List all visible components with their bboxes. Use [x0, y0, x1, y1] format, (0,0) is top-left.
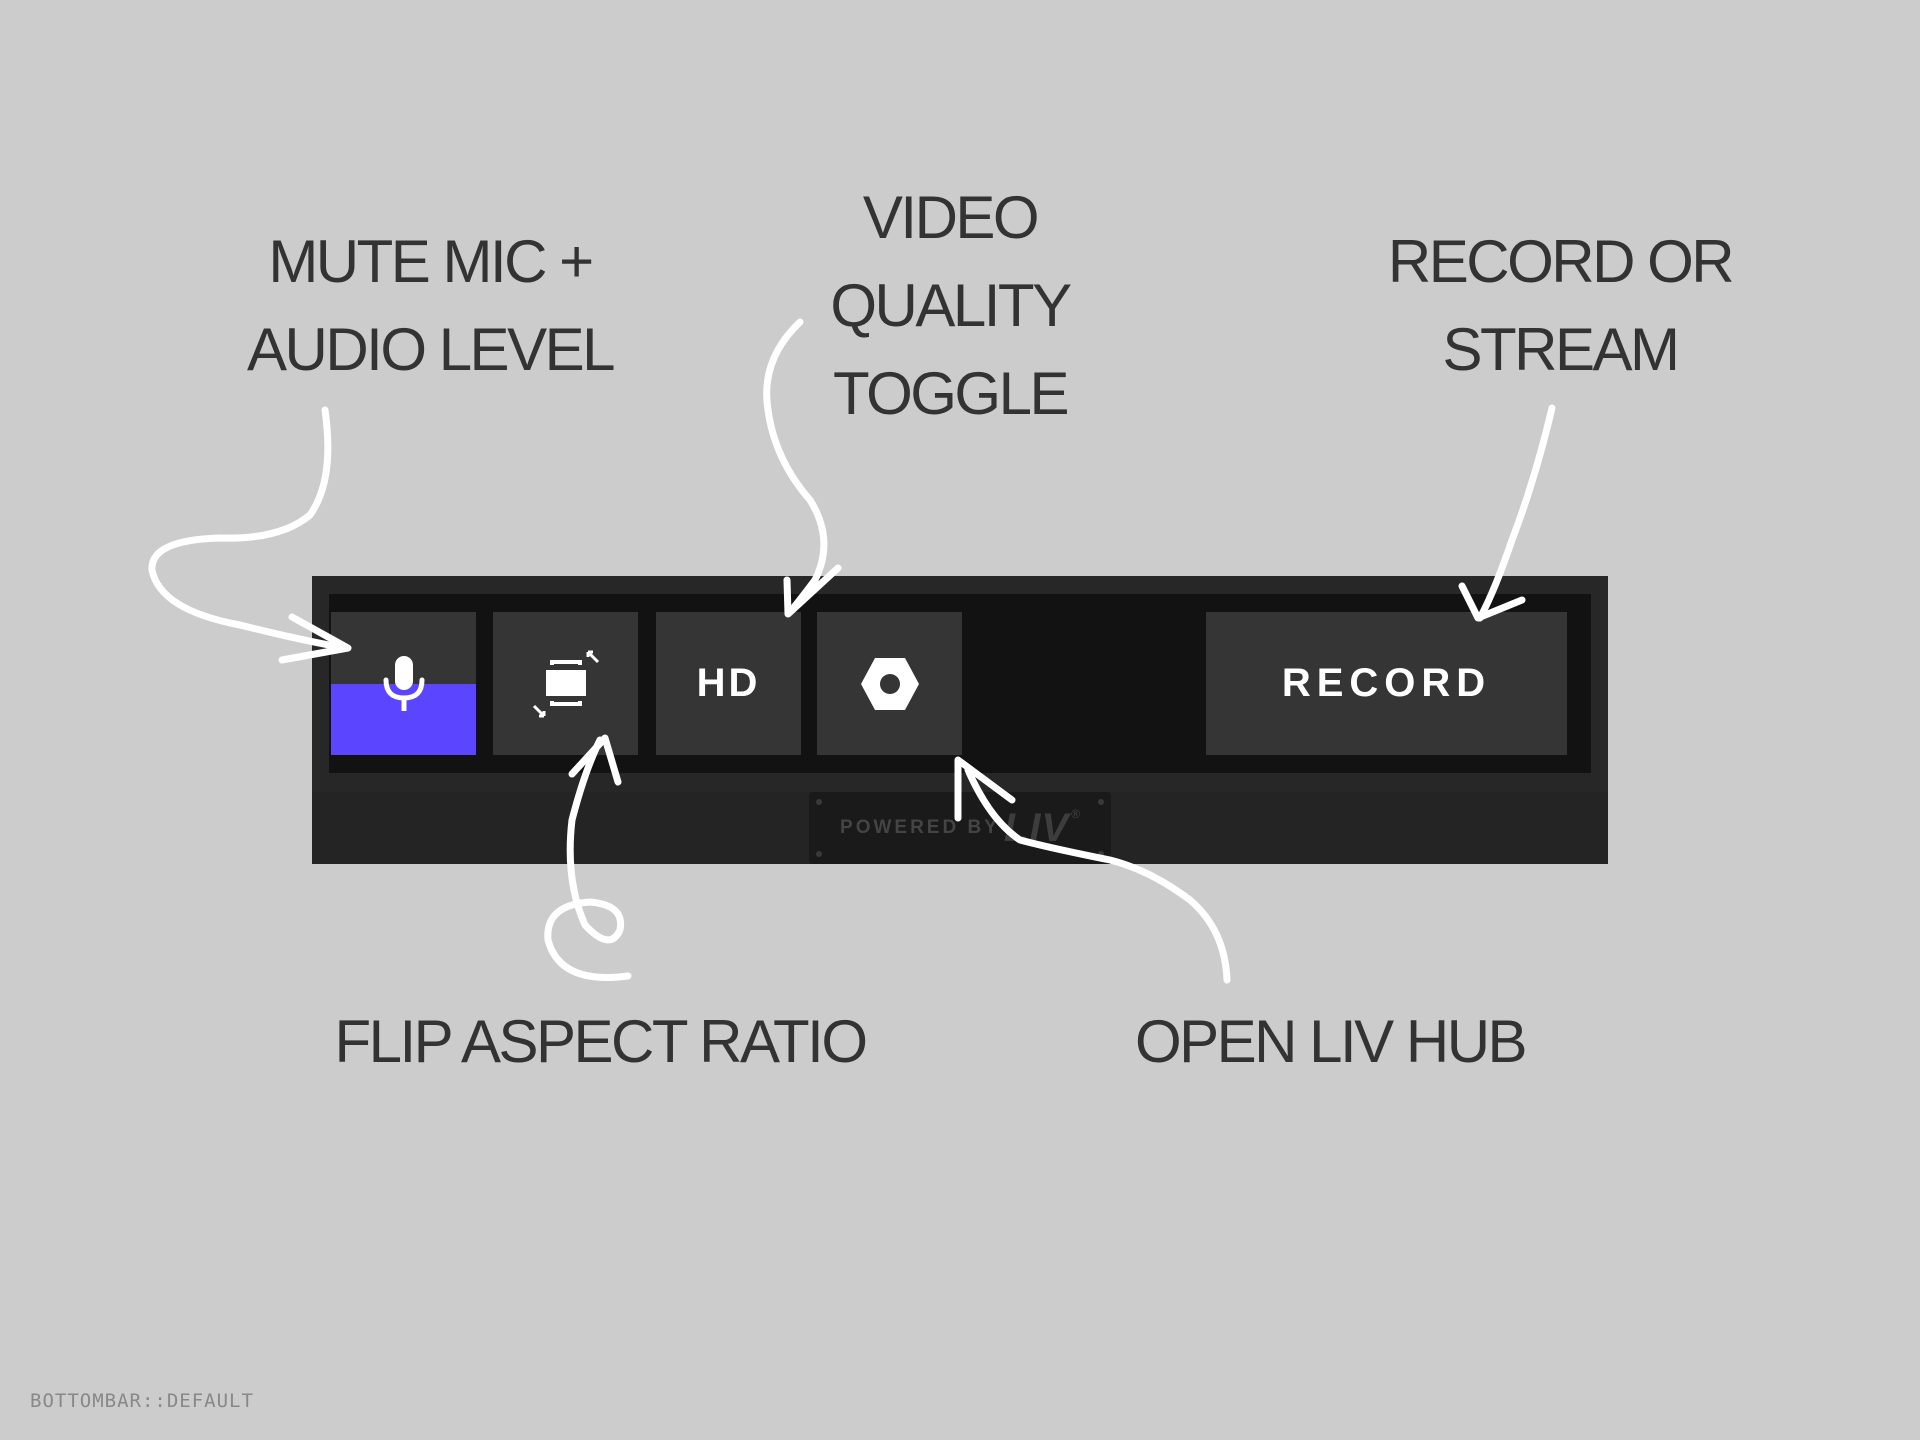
annotation-line: OPEN LIV HUB — [1134, 1008, 1528, 1075]
hd-label: HD — [696, 661, 761, 705]
screen-state-label: BOTTOMBAR::DEFAULT — [30, 1390, 254, 1412]
annotation-mute-mic: MUTE MIC + AUDIO LEVEL — [220, 218, 640, 394]
badge-screw — [1098, 851, 1104, 857]
flip-aspect-ratio-button[interactable] — [493, 612, 638, 755]
badge-screw — [816, 851, 822, 857]
flip-aspect-icon — [532, 650, 599, 717]
microphone-icon — [383, 655, 424, 711]
annotation-line: VIDEO — [862, 184, 1040, 251]
annotation-line: QUALITY — [830, 272, 1072, 339]
annotation-line: STREAM — [1442, 316, 1680, 383]
hexagon-nut-icon — [860, 657, 919, 710]
annotation-line: MUTE MIC + — [268, 228, 594, 295]
annotation-record-stream: RECORD OR STREAM — [1360, 218, 1760, 394]
open-liv-hub-button[interactable] — [817, 612, 962, 755]
bottom-bar: HD RECORD POWERED BY LIV ® — [312, 576, 1608, 864]
video-quality-toggle-button[interactable]: HD — [656, 612, 801, 755]
badge-screw — [1098, 799, 1104, 805]
badge-screw — [816, 799, 822, 805]
powered-by-badge: POWERED BY LIV ® — [809, 792, 1111, 864]
liv-logo: LIV — [1003, 805, 1070, 850]
annotation-line: AUDIO LEVEL — [247, 316, 616, 383]
registered-mark: ® — [1071, 807, 1080, 821]
annotation-line: TOGGLE — [833, 360, 1069, 427]
annotation-video-quality: VIDEO QUALITY TOGGLE — [770, 174, 1130, 438]
mute-mic-button[interactable] — [331, 612, 476, 755]
annotation-open-hub: OPEN LIV HUB — [1080, 998, 1580, 1086]
annotation-line: RECORD OR — [1387, 228, 1735, 295]
annotation-flip-aspect: FLIP ASPECT RATIO — [290, 998, 910, 1086]
record-label: RECORD — [1281, 661, 1492, 705]
record-button[interactable]: RECORD — [1206, 612, 1567, 755]
powered-by-text: POWERED BY — [840, 817, 1000, 838]
annotation-line: FLIP ASPECT RATIO — [334, 1008, 868, 1075]
